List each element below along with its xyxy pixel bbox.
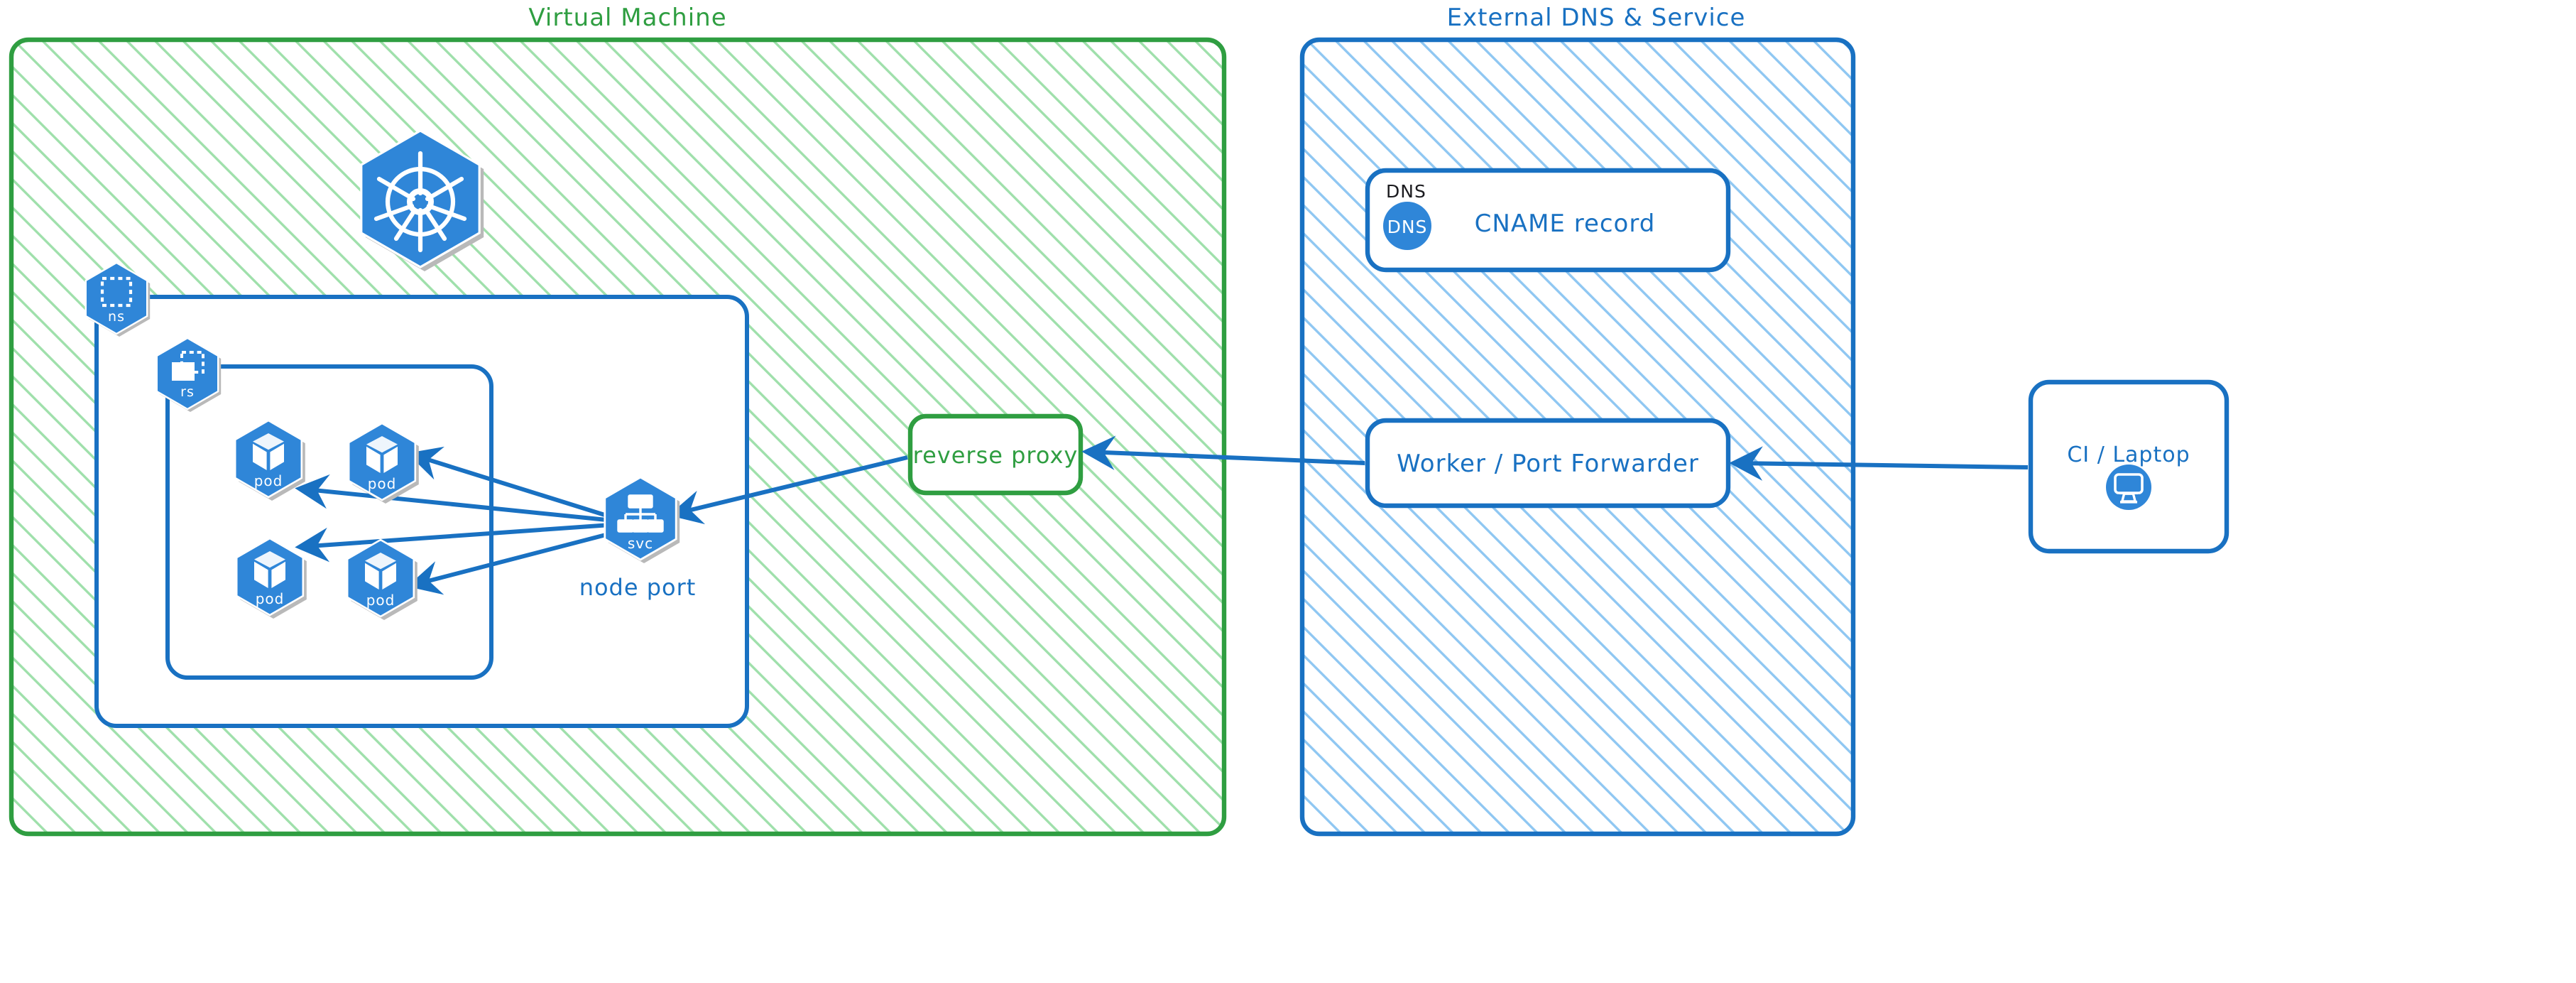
dns-group-label: DNS bbox=[1386, 181, 1426, 202]
namespace-icon: ns bbox=[84, 261, 151, 337]
pod-node-1: pod bbox=[234, 419, 305, 501]
worker-port-forwarder-box[interactable]: Worker / Port Forwarder bbox=[1365, 418, 1731, 509]
reverse-proxy-label: reverse proxy bbox=[913, 442, 1079, 469]
edge-svc-to-pod-4 bbox=[407, 528, 626, 595]
edge-worker-to-reverse-proxy bbox=[1081, 435, 1365, 470]
replicaset-box bbox=[165, 364, 493, 680]
pod-node-2: pod bbox=[347, 422, 419, 504]
service-icon-label: svc bbox=[628, 535, 653, 552]
edge-svc-to-pod-2 bbox=[407, 446, 621, 522]
ci-laptop-label: CI / Laptop bbox=[2067, 442, 2190, 467]
pod-label: pod bbox=[254, 472, 283, 489]
pod-label: pod bbox=[256, 590, 285, 607]
dns-badge-icon bbox=[1383, 202, 1431, 250]
edge-svc-to-pod-3 bbox=[295, 522, 621, 563]
dns-badge-label: DNS bbox=[1387, 217, 1428, 237]
edge-reverse-proxy-to-service bbox=[668, 455, 908, 525]
kubernetes-logo bbox=[360, 129, 484, 271]
virtual-machine-title: Virtual Machine bbox=[528, 4, 726, 32]
desktop-monitor-icon bbox=[2106, 465, 2151, 510]
ci-laptop-box[interactable]: CI / Laptop bbox=[2028, 379, 2230, 554]
replicaset-icon: rs bbox=[155, 337, 222, 412]
edge-ci-laptop-to-worker bbox=[1729, 446, 2029, 481]
external-dns-service-title: External DNS & Service bbox=[1447, 4, 1746, 32]
reverse-proxy-box[interactable]: reverse proxy bbox=[907, 413, 1084, 496]
edge-svc-to-pod-1 bbox=[295, 474, 621, 523]
dns-card[interactable]: DNS DNS CNAME record bbox=[1365, 168, 1731, 273]
pod-label: pod bbox=[366, 592, 395, 609]
replicaset-icon-label: rs bbox=[180, 384, 195, 400]
service-node: svc bbox=[604, 476, 680, 563]
edges-service-to-pods bbox=[295, 446, 626, 595]
pod-node-4: pod bbox=[346, 538, 417, 620]
namespace-icon-label: ns bbox=[108, 309, 125, 325]
pod-label: pod bbox=[368, 475, 397, 492]
dns-card-title: CNAME record bbox=[1475, 210, 1656, 238]
worker-port-forwarder-label: Worker / Port Forwarder bbox=[1397, 450, 1699, 478]
node-port-caption: node port bbox=[579, 574, 697, 601]
pod-node-3: pod bbox=[235, 537, 307, 619]
